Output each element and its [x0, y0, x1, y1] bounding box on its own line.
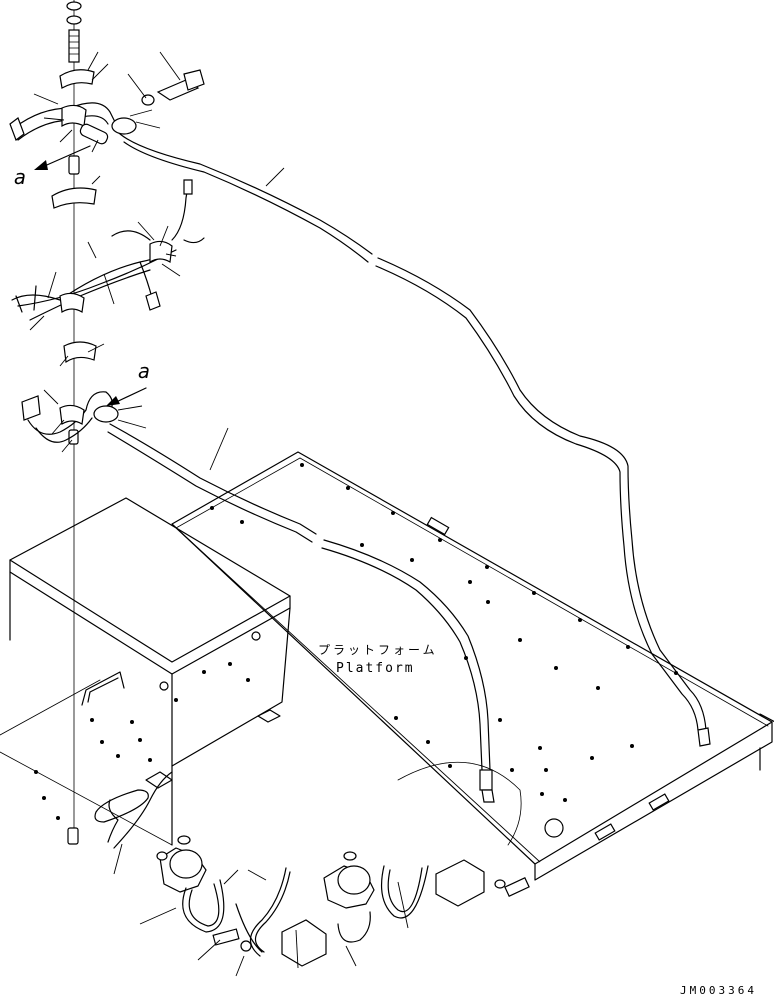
drawing-code: JM003364 — [680, 984, 757, 997]
short-cable-middle — [249, 867, 291, 957]
clamp-group-1 — [9, 69, 205, 209]
clamp-group-3 — [21, 391, 119, 443]
ref-label-a-top: a — [14, 165, 26, 189]
cable-long-lower — [107, 423, 495, 803]
reference-arrow-top — [34, 145, 91, 170]
box-holes — [34, 631, 261, 820]
platform-label-jp: プラットフォーム — [318, 643, 438, 657]
platform-label-en: Platform — [336, 661, 415, 676]
top-fasteners — [66, 1, 82, 845]
platform-holes — [210, 463, 678, 802]
platform-plate — [171, 451, 774, 881]
battery-relay-right — [323, 851, 485, 943]
clamp-group-2 — [11, 179, 205, 364]
ref-label-a-mid: a — [138, 359, 150, 383]
leader-lines — [29, 51, 541, 977]
battery-relay-left — [107, 771, 327, 967]
reference-arrow-mid — [106, 387, 147, 406]
cable-long-upper — [119, 133, 711, 747]
battery-box — [0, 497, 291, 846]
